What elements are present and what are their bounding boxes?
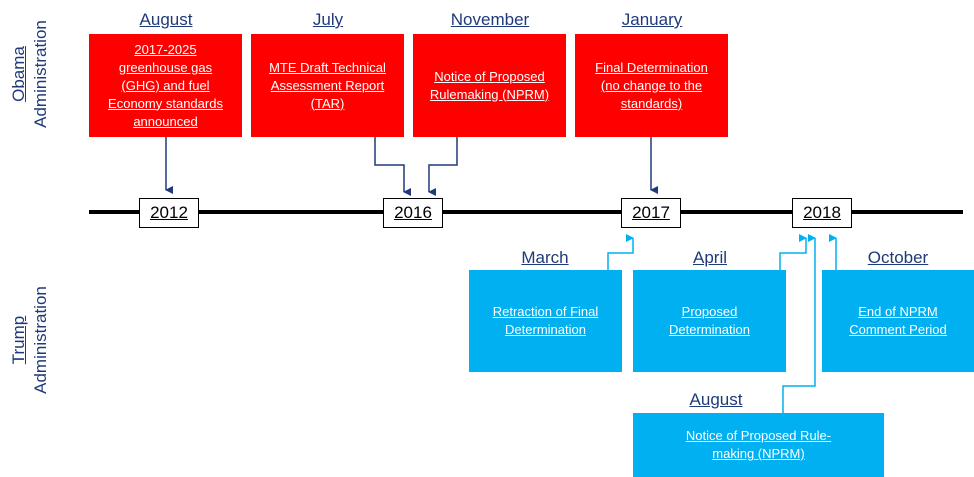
event-box-final-determination[interactable]: Final Determination (no change to the st… bbox=[575, 34, 728, 137]
month-label: October bbox=[867, 248, 929, 267]
event-box-retraction[interactable]: Retraction of Final Determination bbox=[469, 270, 622, 372]
month-label: August bbox=[139, 10, 193, 29]
month-label: March bbox=[521, 248, 569, 267]
event-box-draft-tar[interactable]: MTE Draft Technical Assessment Report (T… bbox=[251, 34, 404, 137]
arrow-2016-november bbox=[428, 137, 458, 196]
event-link[interactable]: 2017-2025 greenhouse gas (GHG) and fuel … bbox=[108, 41, 223, 129]
arrow-2017-march bbox=[607, 234, 634, 270]
year-2012: 2012 bbox=[139, 198, 199, 228]
obama-administration-label: Obama Administration bbox=[8, 0, 52, 154]
event-box-comment-period-end[interactable]: End of NPRM Comment Period bbox=[822, 270, 974, 372]
event-link[interactable]: Proposed Determination bbox=[669, 304, 750, 337]
event-box-nprm-2018[interactable]: Notice of Proposed Rule-making (NPRM) bbox=[633, 413, 884, 477]
event-link[interactable]: Final Determination (no change to the st… bbox=[595, 59, 708, 111]
event-link[interactable]: Retraction of Final Determination bbox=[492, 304, 599, 337]
event-box-nprm-2016[interactable]: Notice of Proposed Rulemaking (NPRM) bbox=[413, 34, 566, 137]
event-link[interactable]: Notice of Proposed Rulemaking (NPRM) bbox=[429, 68, 550, 102]
arrow-2016-july bbox=[374, 137, 411, 196]
obama-label-line1: Obama bbox=[9, 46, 28, 102]
trump-administration-label: Trump Administration bbox=[8, 260, 52, 420]
event-box-proposed-determination[interactable]: Proposed Determination bbox=[633, 270, 786, 372]
trump-label-line2: Administration bbox=[31, 286, 50, 394]
trump-label-line1: Trump bbox=[9, 315, 28, 365]
month-label: April bbox=[692, 248, 727, 267]
month-label: July bbox=[312, 10, 344, 29]
event-box-ghg-standards[interactable]: 2017-2025 greenhouse gas (GHG) and fuel … bbox=[89, 34, 242, 137]
month-label: August bbox=[689, 390, 743, 409]
event-link[interactable]: End of NPRM Comment Period bbox=[849, 304, 947, 337]
year-2016: 2016 bbox=[383, 198, 443, 228]
year-2018: 2018 bbox=[792, 198, 852, 228]
arrow-2018-august bbox=[782, 234, 816, 413]
month-label: January bbox=[621, 10, 683, 29]
arrow-2018-april bbox=[779, 234, 807, 270]
event-link[interactable]: MTE Draft Technical Assessment Report (T… bbox=[269, 59, 386, 111]
year-2017: 2017 bbox=[621, 198, 681, 228]
obama-label-line2: Administration bbox=[31, 20, 50, 128]
month-label: November bbox=[450, 10, 530, 29]
event-link[interactable]: Notice of Proposed Rule-making (NPRM) bbox=[685, 428, 832, 461]
